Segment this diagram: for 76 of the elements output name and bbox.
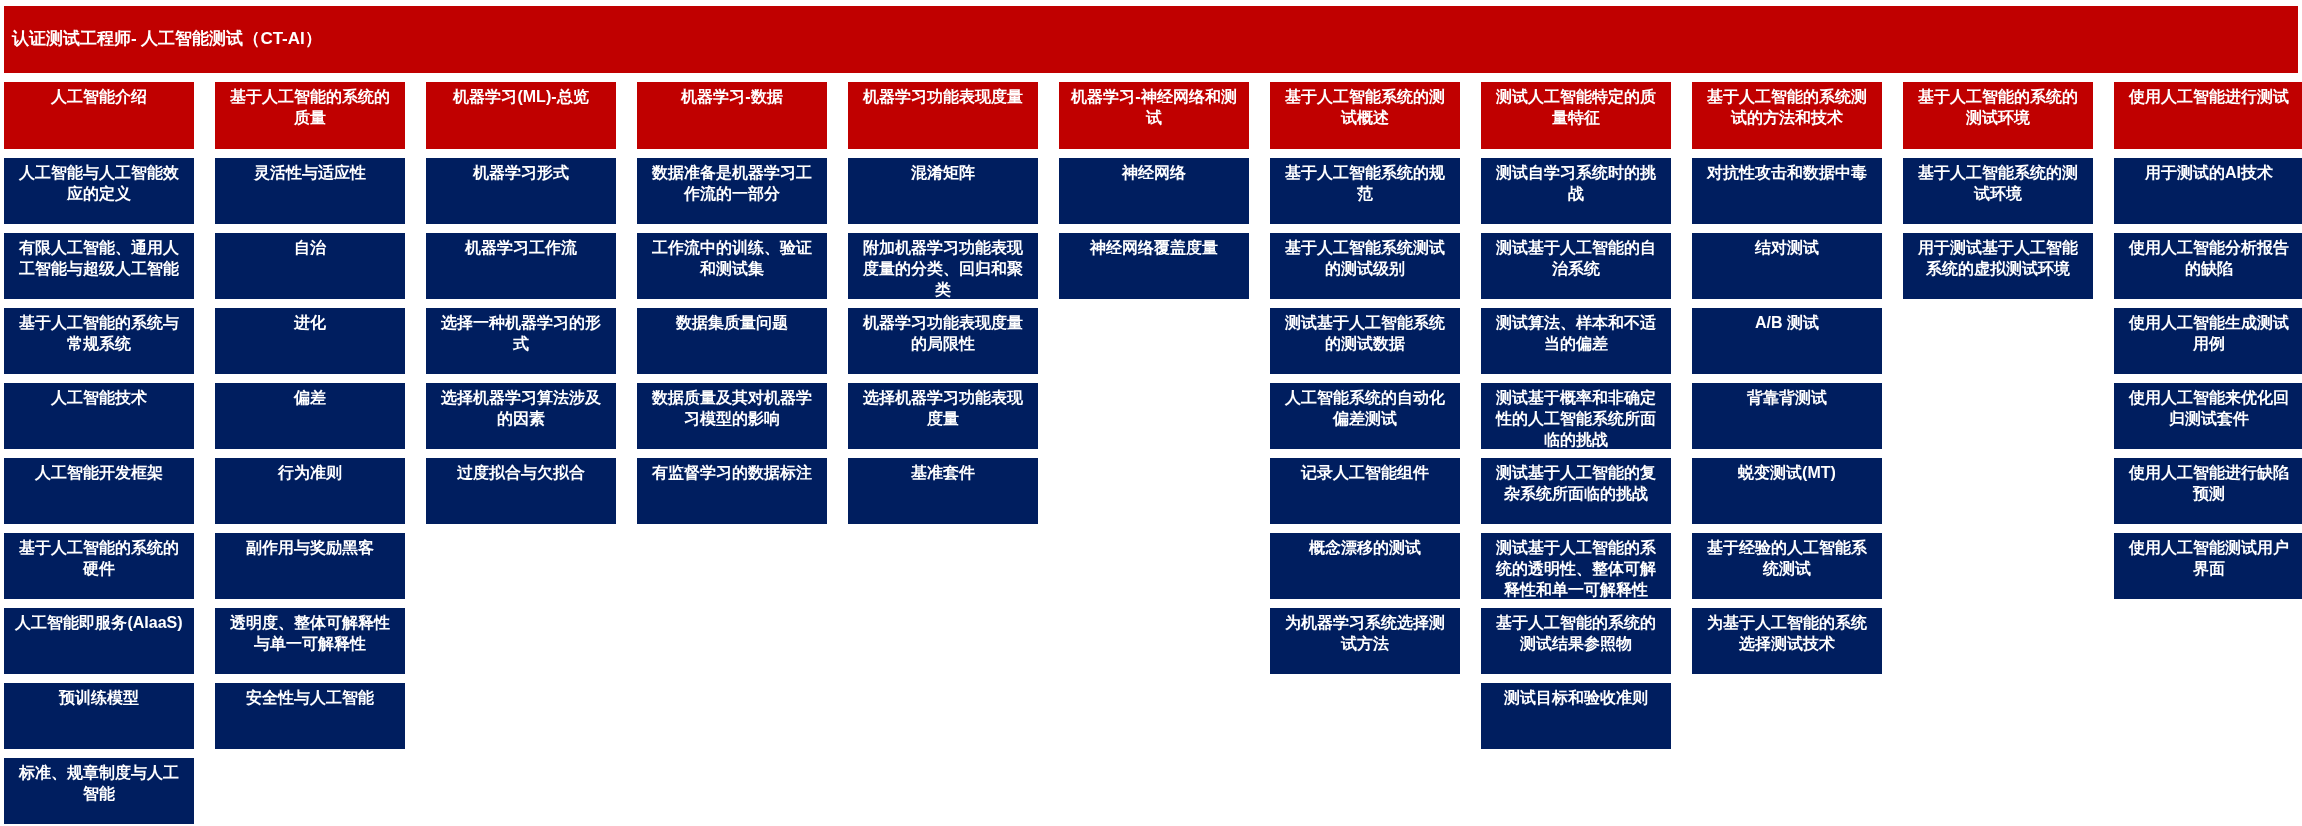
column-header: 基于人工智能的系统测试的方法和技术 [1692,82,1882,149]
topic-box: 过度拟合与欠拟合 [426,458,616,524]
topic-box: 混淆矩阵 [848,158,1038,224]
topic-box: 基于人工智能系统的规范 [1270,158,1460,224]
topic-box: 偏差 [215,383,405,449]
topic-box: 基于人工智能的系统与常规系统 [4,308,194,374]
topic-box: 使用人工智能来优化回归测试套件 [2114,383,2302,449]
topic-box: 基于人工智能的系统的硬件 [4,533,194,599]
column-header: 基于人工智能系统的测试概述 [1270,82,1460,149]
topic-box: 人工智能系统的自动化偏差测试 [1270,383,1460,449]
topic-box: 测试基于人工智能的系统的透明性、整体可解释性和单一可解释性 [1481,533,1671,599]
topic-box: 基于经验的人工智能系统测试 [1692,533,1882,599]
topic-box: 工作流中的训练、验证和测试集 [637,233,827,299]
topic-box: 有监督学习的数据标注 [637,458,827,524]
topic-box: 概念漂移的测试 [1270,533,1460,599]
topic-box: 标准、规章制度与人工智能 [4,758,194,824]
topic-box: 为机器学习系统选择测试方法 [1270,608,1460,674]
topic-box: 使用人工智能进行缺陷预测 [2114,458,2302,524]
topic-box: 为基于人工智能的系统选择测试技术 [1692,608,1882,674]
column-header: 人工智能介绍 [4,82,194,149]
topic-box: 预训练模型 [4,683,194,749]
topic-box: 神经网络覆盖度量 [1059,233,1249,299]
topic-box: 进化 [215,308,405,374]
topic-box: 数据质量及其对机器学习模型的影响 [637,383,827,449]
topic-box: 人工智能开发框架 [4,458,194,524]
topic-box: 测试算法、样本和不适当的偏差 [1481,308,1671,374]
column-header: 使用人工智能进行测试 [2114,82,2302,149]
topic-box: 对抗性攻击和数据中毒 [1692,158,1882,224]
topic-box: 使用人工智能测试用户界面 [2114,533,2302,599]
topic-box: 基于人工智能系统的测试环境 [1903,158,2093,224]
topic-box: 基准套件 [848,458,1038,524]
column-header: 基于人工智能的系统的测试环境 [1903,82,2093,149]
topic-box: 行为准则 [215,458,405,524]
topic-box: 机器学习形式 [426,158,616,224]
topic-box: 记录人工智能组件 [1270,458,1460,524]
topic-box: 选择一种机器学习的形式 [426,308,616,374]
topic-box: 安全性与人工智能 [215,683,405,749]
topic-box: 人工智能即服务(AIaaS) [4,608,194,674]
topic-box: 自治 [215,233,405,299]
topic-box: 人工智能技术 [4,383,194,449]
topic-box: 测试基于人工智能系统的测试数据 [1270,308,1460,374]
column-header: 机器学习(ML)-总览 [426,82,616,149]
column-header: 机器学习功能表现度量 [848,82,1038,149]
topic-box: 蜕变测试(MT) [1692,458,1882,524]
topic-box: 测试自学习系统时的挑战 [1481,158,1671,224]
topic-box: 机器学习功能表现度量的局限性 [848,308,1038,374]
topic-box: 基于人工智能的系统的测试结果参照物 [1481,608,1671,674]
topic-box: 测试基于人工智能的自治系统 [1481,233,1671,299]
topic-box: 有限人工智能、通用人工智能与超级人工智能 [4,233,194,299]
topic-box: 选择机器学习算法涉及的因素 [426,383,616,449]
topic-box: 人工智能与人工智能效应的定义 [4,158,194,224]
topic-box: 透明度、整体可解释性与单一可解释性 [215,608,405,674]
column-header: 机器学习-数据 [637,82,827,149]
topic-box: 结对测试 [1692,233,1882,299]
topic-box: 使用人工智能分析报告的缺陷 [2114,233,2302,299]
topic-box: 数据集质量问题 [637,308,827,374]
topic-box: 神经网络 [1059,158,1249,224]
title-banner: 认证测试工程师- 人工智能测试（CT-AI） [4,6,2298,73]
topic-box: 附加机器学习功能表现度量的分类、回归和聚类 [848,233,1038,299]
topic-box: 用于测试的AI技术 [2114,158,2302,224]
column-header: 基于人工智能的系统的质量 [215,82,405,149]
topic-box: 使用人工智能生成测试用例 [2114,308,2302,374]
topic-box: A/B 测试 [1692,308,1882,374]
topic-box: 用于测试基于人工智能系统的虚拟测试环境 [1903,233,2093,299]
topic-box: 基于人工智能系统测试的测试级别 [1270,233,1460,299]
topic-box: 数据准备是机器学习工作流的一部分 [637,158,827,224]
topic-box: 测试基于概率和非确定性的人工智能系统所面临的挑战 [1481,383,1671,449]
topic-box: 测试目标和验收准则 [1481,683,1671,749]
column-header: 测试人工智能特定的质量特征 [1481,82,1671,149]
topic-box: 机器学习工作流 [426,233,616,299]
topic-box: 背靠背测试 [1692,383,1882,449]
topic-box: 选择机器学习功能表现度量 [848,383,1038,449]
topic-box: 测试基于人工智能的复杂系统所面临的挑战 [1481,458,1671,524]
topic-box: 副作用与奖励黑客 [215,533,405,599]
topic-box: 灵活性与适应性 [215,158,405,224]
column-header: 机器学习-神经网络和测试 [1059,82,1249,149]
